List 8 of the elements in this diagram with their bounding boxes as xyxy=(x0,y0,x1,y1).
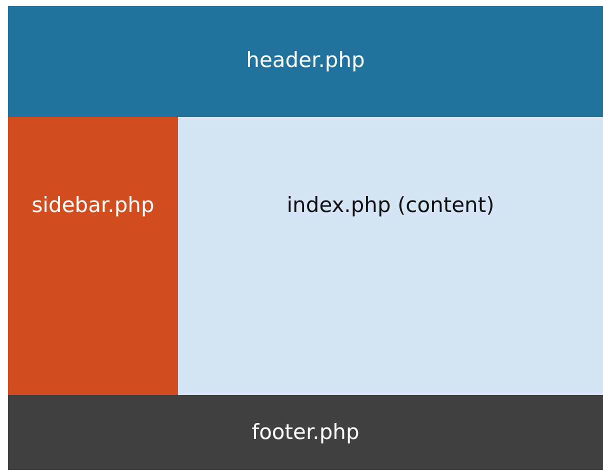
header-band xyxy=(8,6,603,117)
section-label: footer.php xyxy=(252,420,360,444)
content-panel xyxy=(178,117,603,395)
section-label: index.php (content) xyxy=(286,193,494,217)
section-label: sidebar.php xyxy=(32,193,154,217)
footer-band xyxy=(8,395,603,470)
section-label: header.php xyxy=(246,48,365,72)
sidebar-panel xyxy=(8,117,178,395)
